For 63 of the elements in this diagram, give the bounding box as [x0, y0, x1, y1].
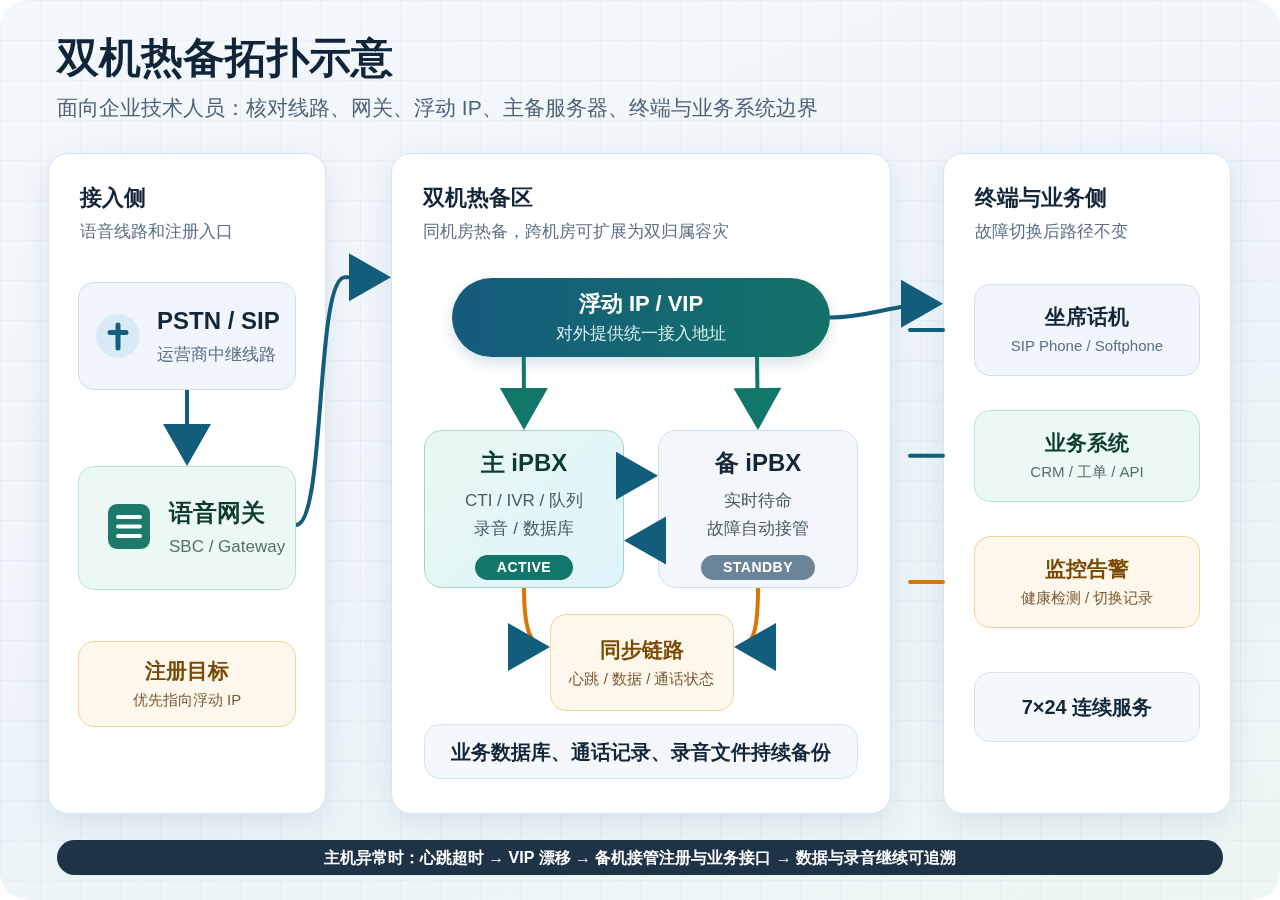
arrow — [499, 357, 548, 430]
pill-title: 浮动 IP / VIP — [578, 290, 704, 318]
arrow — [616, 451, 658, 500]
box-subtitle: 优先指向浮动 IP — [132, 690, 242, 710]
connector-line — [908, 328, 945, 333]
box-title: 同步链路 — [600, 636, 684, 663]
rounded-box — [78, 641, 296, 727]
box-title: 语音网关 — [169, 497, 265, 528]
subtitle: 面向企业技术人员：核对线路、网关、浮动 IP、主备服务器、终端与业务系统边界 — [57, 95, 818, 121]
panel-heading: 双机热备区 — [423, 184, 533, 212]
box-title: 监控告警 — [1045, 556, 1129, 582]
arrow — [508, 587, 550, 671]
box-subtitle: SBC / Gateway — [169, 535, 286, 558]
rounded-box — [974, 410, 1200, 502]
panel-heading: 接入侧 — [80, 184, 146, 212]
arrow — [733, 356, 782, 430]
box-subtitle: CRM / 工单 / API — [1030, 462, 1144, 482]
box-text: CTI / IVR / 队列 — [464, 490, 584, 512]
panel-subtitle: 同机房热备，跨机房可扩展为双归属容灾 — [423, 221, 729, 243]
box-text: 实时待命 — [724, 490, 792, 512]
box-subtitle: 运营商中继线路 — [157, 343, 276, 366]
box-subtitle: 健康检测 / 切换记录 — [1020, 588, 1154, 608]
arrow — [163, 390, 211, 466]
arrow — [829, 279, 943, 328]
rounded-box — [974, 536, 1200, 628]
rounded-box — [550, 614, 734, 711]
box-text: 录音 / 数据库 — [474, 518, 574, 540]
rounded-box — [974, 672, 1200, 742]
panel-subtitle: 语音线路和注册入口 — [80, 221, 233, 243]
box-title: 业务系统 — [1045, 430, 1129, 456]
panel-heading: 终端与业务侧 — [975, 184, 1107, 212]
panel — [48, 153, 326, 814]
status-badge: ACTIVE — [474, 555, 574, 580]
title: 双机热备拓扑示意 — [57, 33, 393, 83]
box-title: 7×24 连续服务 — [1021, 695, 1153, 720]
banner-bar — [57, 840, 1223, 875]
box-title: 主 iPBX — [480, 448, 568, 478]
box-title: PSTN / SIP — [157, 305, 280, 336]
pill-subtitle: 对外提供统一接入地址 — [556, 323, 726, 345]
connector-line — [908, 580, 945, 584]
panel — [943, 153, 1231, 814]
box-title: 备 iPBX — [714, 448, 802, 478]
box-subtitle: 心跳 / 数据 / 通话状态 — [569, 668, 715, 689]
box-title: 注册目标 — [145, 658, 229, 684]
arrow — [624, 516, 666, 565]
rounded-box — [424, 724, 858, 779]
banner-text: 主机异常时：心跳超时 → VIP 漂移 → 备机接管注册与业务接口 → 数据与录音继续可追溯 — [323, 847, 957, 868]
pill-shape — [452, 278, 830, 357]
box-subtitle: SIP Phone / Softphone — [1010, 336, 1164, 356]
box-text: 故障自动接管 — [707, 518, 809, 540]
rounded-box — [974, 284, 1200, 376]
box-title: 业务数据库、通话记录、录音文件持续备份 — [451, 739, 831, 765]
box-title: 坐席话机 — [1045, 304, 1129, 330]
status-badge: STANDBY — [700, 555, 816, 580]
panel-subtitle: 故障切换后路径不变 — [975, 221, 1128, 243]
rounded-box — [424, 430, 624, 588]
rounded-box — [78, 466, 296, 590]
arrow — [294, 253, 391, 527]
connector-line — [908, 453, 945, 458]
rounded-box — [78, 282, 296, 390]
arrow — [734, 587, 776, 671]
rounded-box — [658, 430, 858, 588]
panel — [391, 153, 891, 814]
